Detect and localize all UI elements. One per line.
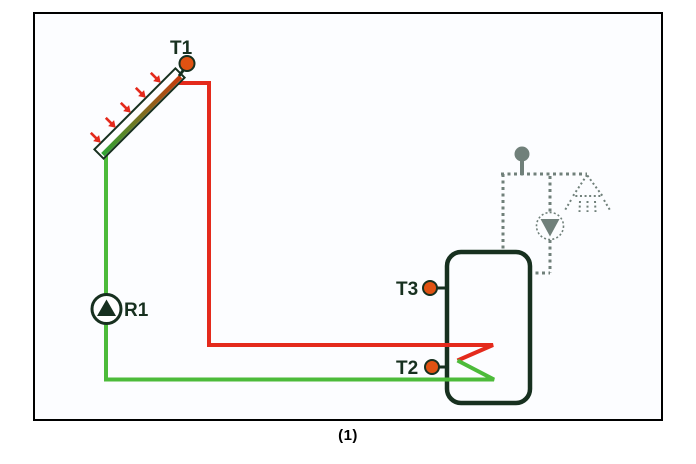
pump-r1-triangle [97, 299, 116, 316]
dhw-pump-icon [535, 211, 565, 241]
sensor-t2 [424, 359, 447, 375]
diagram-frame: T1 R1 T3 T2 [33, 12, 663, 421]
cold-pipe [104, 150, 495, 382]
collector-absorber-stripe [101, 75, 183, 157]
dhw-circuit [501, 146, 612, 275]
hot-pipe [178, 81, 494, 363]
schematic-canvas: T1 R1 T3 T2 [86, 38, 612, 406]
cold-water-valve-icon [514, 146, 530, 175]
sensor-t1-dot [178, 55, 196, 72]
label-r1: R1 [124, 300, 149, 321]
label-t3: T3 [396, 279, 418, 300]
sensor-t1 [177, 55, 196, 77]
label-t2: T2 [396, 358, 418, 379]
solar-collector [92, 66, 187, 161]
figure-caption: (1) [338, 427, 358, 444]
sensor-t3 [422, 280, 447, 296]
collector-panel [92, 66, 187, 161]
shower-icon [563, 173, 612, 213]
sensor-t2-dot [424, 359, 440, 375]
sensor-t3-dot [422, 280, 438, 296]
label-t1: T1 [170, 38, 193, 59]
pump-r1 [90, 293, 123, 325]
